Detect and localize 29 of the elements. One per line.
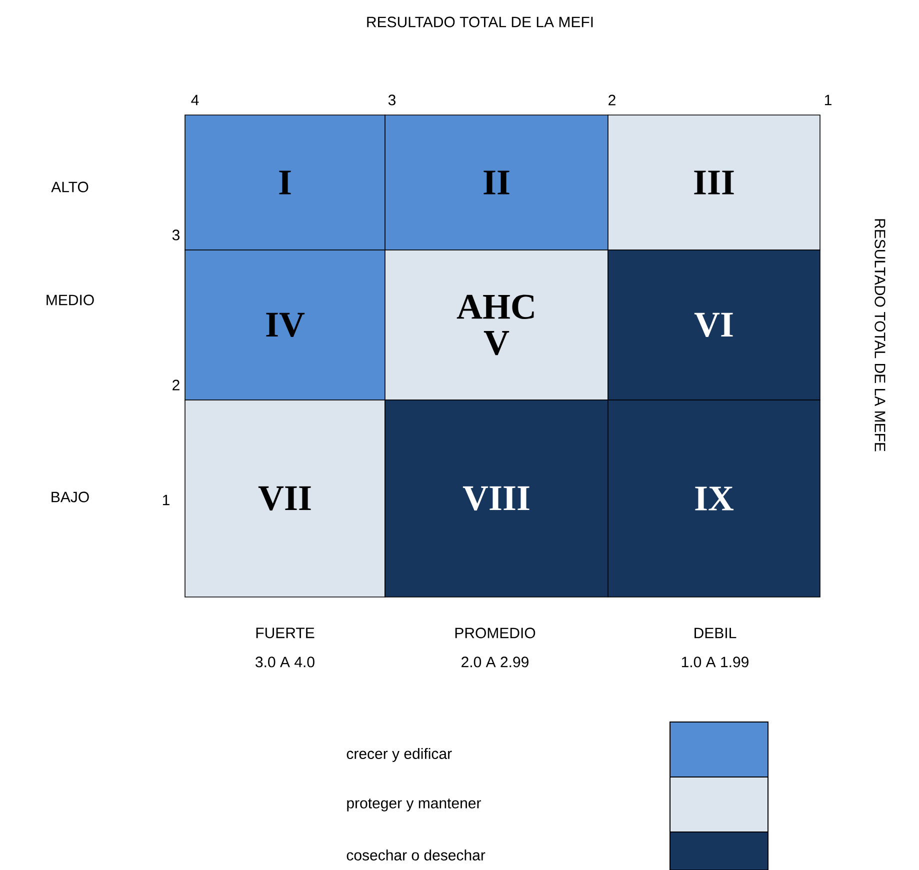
matrix-cell: IX	[608, 400, 820, 598]
row-label: ALTO	[51, 182, 88, 192]
legend-label: crecer y edificar	[346, 748, 452, 762]
matrix-cell: VIII	[384, 400, 608, 598]
row-label: BAJO	[52, 492, 89, 502]
tick-label: 1	[162, 494, 170, 506]
tick-label: 3	[172, 230, 180, 240]
matrix-cell: III	[608, 114, 820, 250]
matrix-cell: VI	[608, 250, 820, 400]
column-label: 1.0 A 1.99	[682, 656, 748, 668]
legend-label: proteger y mantener	[347, 798, 481, 812]
row-label: MEDIO	[46, 294, 94, 306]
axis-title: RESULTADO TOTAL DE LA MEFE	[874, 219, 886, 452]
tick-label: 2	[172, 380, 180, 390]
column-label: DEBIL	[694, 628, 736, 638]
matrix-cell: II	[384, 114, 608, 250]
column-label: 2.0 A 2.99	[462, 656, 528, 668]
matrix-cell: AHC V	[384, 250, 608, 400]
tick-label: 2	[608, 94, 616, 106]
tick-label: 1	[824, 94, 832, 106]
axis-title: RESULTADO TOTAL DE LA MEFI	[367, 16, 593, 28]
column-label: PROMEDIO	[455, 628, 536, 638]
legend-label: cosechar o desechar	[346, 849, 486, 860]
column-label: FUERTE	[256, 628, 314, 638]
matrix-cell: IV	[184, 250, 386, 400]
tick-label: 3	[388, 94, 396, 106]
column-label: 3.0 A 4.0	[256, 656, 314, 668]
matrix-cell: VII	[184, 400, 386, 598]
matrix-cell: I	[184, 114, 386, 250]
